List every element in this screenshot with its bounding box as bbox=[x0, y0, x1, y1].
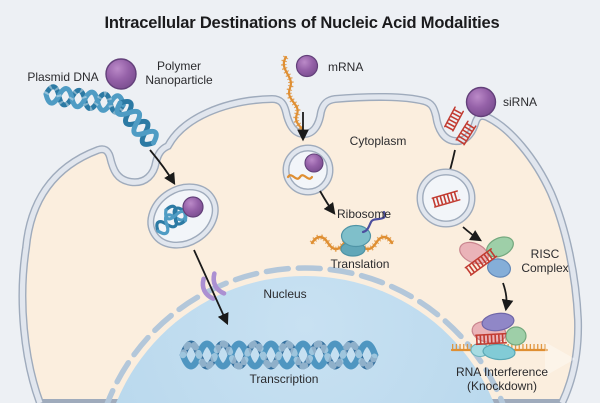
watermark-arrow bbox=[545, 342, 575, 376]
mrna-pathway bbox=[281, 54, 395, 257]
dna-hatch bbox=[179, 340, 379, 370]
plasmid-dna-helix-icon bbox=[43, 84, 126, 115]
sirna-in-risc-icon bbox=[464, 248, 498, 276]
sirna-guide-strand-icon bbox=[475, 332, 507, 346]
risc-complex-icon bbox=[459, 236, 514, 278]
label-polymer-nanoparticle-2: Nanoparticle bbox=[145, 73, 213, 87]
plasmid-dna-pathway bbox=[43, 58, 229, 326]
mrna-nanoparticle-icon bbox=[295, 54, 319, 78]
label-rna-interference-2: (Knockdown) bbox=[467, 379, 537, 393]
arrow-endocytosis-plasmid bbox=[149, 149, 176, 186]
label-rna-interference-1: RNA Interference bbox=[456, 365, 548, 379]
transcription-dna-helix-icon bbox=[179, 340, 379, 370]
arrow-to-rnai bbox=[501, 282, 514, 312]
nucleus bbox=[104, 265, 506, 403]
plasmid-dna-helix-tail-icon bbox=[114, 98, 159, 147]
endosome-sirna bbox=[416, 168, 476, 228]
sirna-in-endosome-icon bbox=[431, 190, 461, 208]
sirna-duplex-icon bbox=[455, 120, 477, 146]
cell-membrane-band bbox=[19, 94, 581, 403]
sirna-nanoparticle-icon bbox=[465, 86, 497, 118]
label-ribosome: Ribosome bbox=[337, 207, 391, 221]
label-transcription: Transcription bbox=[250, 372, 319, 386]
nascent-protein-icon bbox=[361, 210, 387, 234]
label-cytoplasm: Cytoplasm bbox=[350, 134, 407, 148]
mrna-in-endosome-icon bbox=[286, 174, 314, 180]
nuclear-pore-icon bbox=[200, 271, 227, 301]
label-risc-complex-1: RISC bbox=[531, 247, 560, 261]
page-title: Intracellular Destinations of Nucleic Ac… bbox=[105, 14, 500, 32]
label-sirna: siRNA bbox=[503, 95, 537, 109]
dna-strand bbox=[179, 340, 379, 370]
arrow-to-risc bbox=[462, 226, 482, 242]
mrna-strand-icon bbox=[281, 55, 306, 135]
sirna-pathway bbox=[416, 86, 549, 361]
label-mrna: mRNA bbox=[328, 60, 363, 74]
label-polymer-nanoparticle-1: Polymer bbox=[157, 59, 201, 73]
label-translation: Translation bbox=[331, 257, 390, 271]
nucleus-body bbox=[116, 276, 494, 403]
arrow-to-ribosome bbox=[319, 190, 336, 215]
nanoparticle-in-endosome-icon bbox=[182, 196, 204, 218]
polymer-nanoparticle-icon bbox=[105, 58, 137, 90]
nuclear-envelope bbox=[104, 265, 506, 403]
rnai-complex-icon bbox=[450, 312, 549, 361]
translation-complex bbox=[309, 210, 395, 257]
ribosome-icon bbox=[340, 224, 372, 248]
arrow-to-nucleus bbox=[193, 249, 229, 326]
label-risc-complex-2: Complex bbox=[521, 261, 568, 275]
endosome-mrna bbox=[282, 144, 334, 196]
label-nucleus: Nucleus bbox=[263, 287, 306, 301]
nanoparticle-in-endosome-icon bbox=[304, 153, 324, 173]
sirna-duplex-icon bbox=[444, 106, 464, 132]
endosome-plasmid bbox=[147, 183, 219, 249]
label-plasmid-dna: Plasmid DNA bbox=[27, 70, 98, 84]
